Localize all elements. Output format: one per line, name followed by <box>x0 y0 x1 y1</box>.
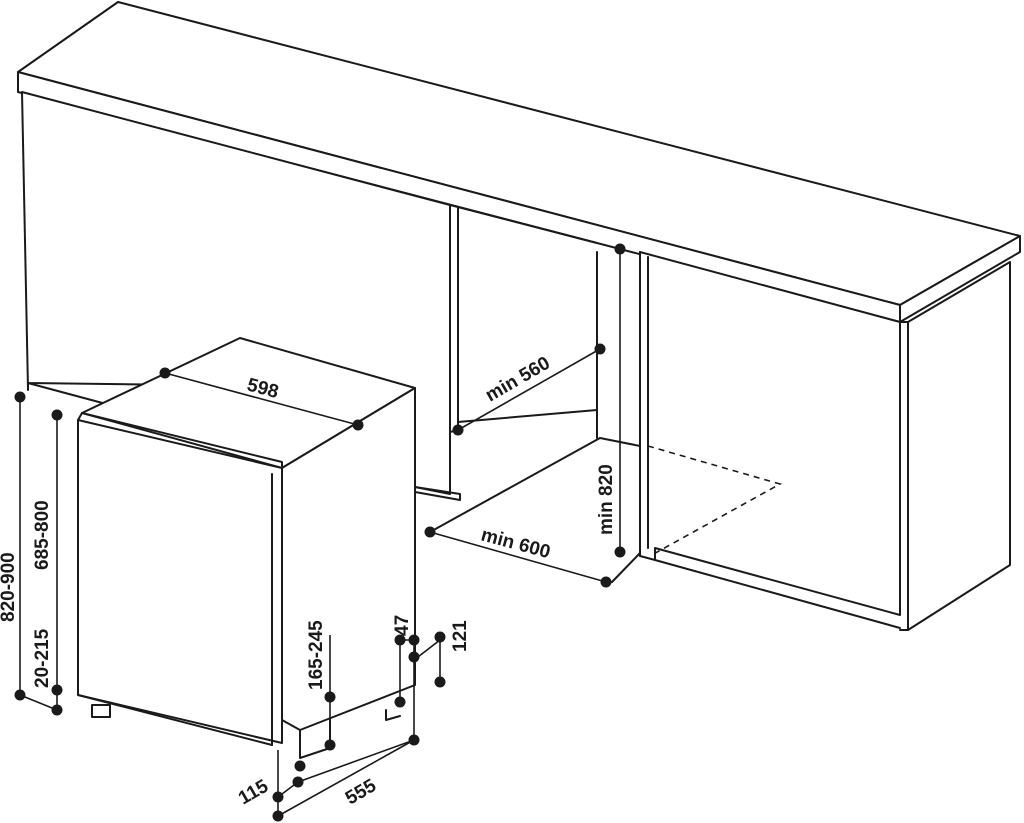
dim-dot <box>614 546 626 558</box>
niche-floor-right <box>611 552 641 583</box>
niche-back-edge <box>457 409 598 423</box>
dimension-lines <box>14 243 626 822</box>
right-cabinet-side <box>907 261 1011 631</box>
label-door-offset: 115 <box>235 776 272 810</box>
kitchen-cabinetry <box>17 1 1021 631</box>
dim-dot <box>294 760 306 772</box>
dim-line-min-600 <box>429 531 607 583</box>
label-body-height: 685-800 <box>32 500 53 570</box>
left-cabinet-foot <box>414 486 461 501</box>
dim-dot <box>614 243 626 255</box>
niche-top-edge <box>457 206 598 244</box>
door-bottom-edge <box>77 694 273 746</box>
label-min-600: min 600 <box>479 525 553 564</box>
dim-line-connector <box>19 694 58 711</box>
right-cabinet-plinth <box>654 559 901 629</box>
countertop-side <box>899 235 1021 323</box>
dim-dot <box>594 343 606 355</box>
dishwasher <box>77 337 416 759</box>
dim-line-555 <box>277 739 415 817</box>
back-foot <box>385 709 401 721</box>
dim-dot <box>292 776 304 788</box>
dim-dot <box>51 684 63 696</box>
dim-dot <box>434 631 446 643</box>
dim-dot <box>51 409 63 421</box>
niche-footprint-dashed <box>647 445 783 557</box>
niche-floor-left <box>429 437 601 533</box>
label-min-820: min 820 <box>596 464 617 535</box>
label-plinth-height: 165-245 <box>306 620 327 690</box>
dim-dot <box>159 367 171 379</box>
dim-dot <box>452 424 464 436</box>
dim-dot <box>408 651 420 663</box>
dim-dot <box>352 419 364 431</box>
label-total-height: 820-900 <box>0 552 19 622</box>
dim-dot <box>424 526 436 538</box>
front-foot <box>91 704 111 718</box>
dim-line-min-560 <box>457 348 601 431</box>
label-min-560: min 560 <box>482 353 554 407</box>
dim-dot <box>600 576 612 588</box>
dim-dot <box>324 739 336 751</box>
left-cabinet-plinth-line <box>27 382 111 406</box>
dim-line-depth <box>297 739 415 783</box>
niche-left-wall <box>449 204 459 433</box>
label-plinth-setback: 47 <box>392 615 413 636</box>
dishwasher-door <box>77 419 283 744</box>
door-top-edge <box>77 412 283 469</box>
label-foot-adjust: 20-215 <box>32 628 53 688</box>
dim-dot <box>434 676 446 688</box>
dim-dot <box>408 634 420 646</box>
right-cabinet-edge <box>899 321 909 631</box>
dim-line-width <box>164 372 359 426</box>
dim-dot <box>394 696 406 708</box>
label-plinth-depth: 121 <box>450 620 471 652</box>
dim-dot <box>14 391 26 403</box>
label-depth: 555 <box>342 775 380 809</box>
